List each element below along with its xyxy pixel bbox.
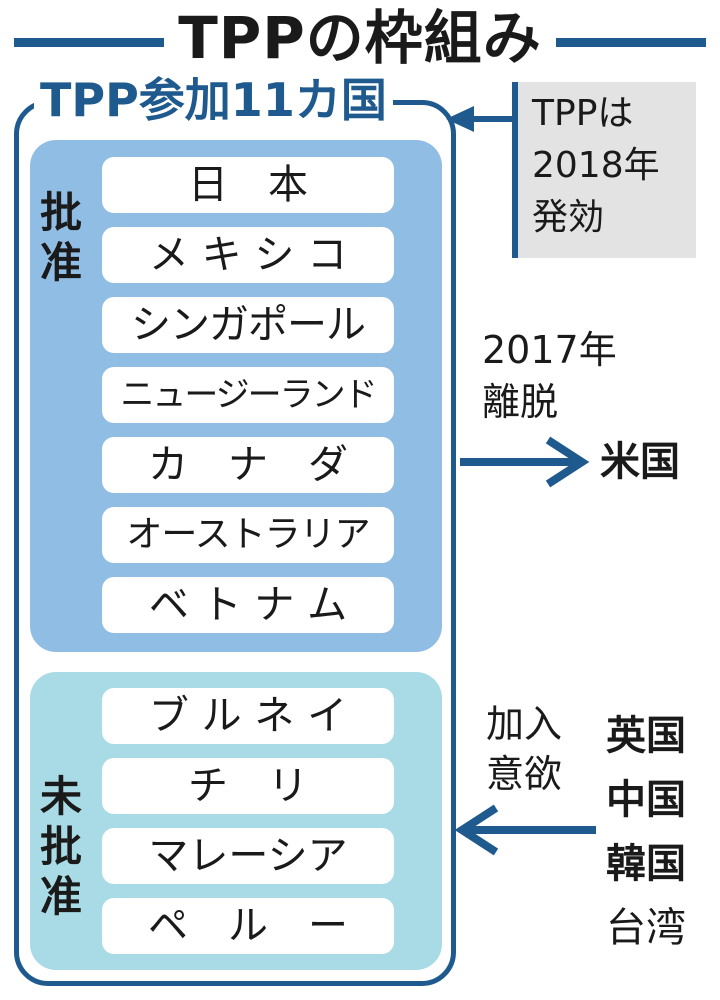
accession-label-1: 加入 — [486, 702, 563, 746]
country-malaysia: マレーシア — [102, 828, 394, 884]
candidate-china: 中国 — [606, 777, 686, 823]
country-japan: 日 本 — [102, 157, 394, 213]
candidate-taiwan: 台湾 — [606, 905, 686, 951]
country-australia: オーストラリア — [102, 507, 394, 563]
accession-arrow-head — [454, 804, 499, 856]
country-vietnam: ベ ト ナ ム — [102, 577, 394, 633]
country-chile: チ リ — [102, 758, 394, 814]
callout-line-2: 2018年 — [532, 145, 660, 186]
callout-line-3: 発効 — [532, 197, 605, 238]
diagram-title: TPPの枠組み — [178, 4, 542, 72]
members-frame-label: TPP参加11カ国 — [34, 70, 393, 130]
candidate-uk: 英国 — [606, 713, 686, 759]
ratified-label: 批准 — [39, 188, 82, 287]
withdrawal-arrow-head — [545, 436, 590, 488]
effective-callout: TPPは 2018年 発効 — [512, 82, 696, 258]
title-rule-left — [14, 38, 164, 47]
unratified-label: 未批准 — [39, 772, 82, 921]
accession-label-2: 意欲 — [486, 752, 563, 796]
candidate-korea: 韓国 — [606, 841, 686, 887]
country-canada: カ ナ ダ — [102, 437, 394, 493]
callout-line-1: TPPは — [532, 93, 634, 134]
country-new-zealand: ニュージーランド — [102, 367, 394, 423]
callout-pointer-line — [470, 116, 512, 122]
withdrawal-action: 離脱 — [482, 380, 559, 424]
callout-pointer — [446, 106, 474, 132]
country-peru: ペ ル ー — [102, 898, 394, 954]
country-brunei: ブ ル ネ イ — [102, 688, 394, 744]
withdrawal-year: 2017年 — [482, 328, 617, 372]
title-rule-right — [556, 38, 706, 47]
country-mexico: メ キ シ コ — [102, 227, 394, 283]
withdrawn-country: 米国 — [600, 439, 680, 485]
country-singapore: シンガポール — [102, 297, 394, 353]
